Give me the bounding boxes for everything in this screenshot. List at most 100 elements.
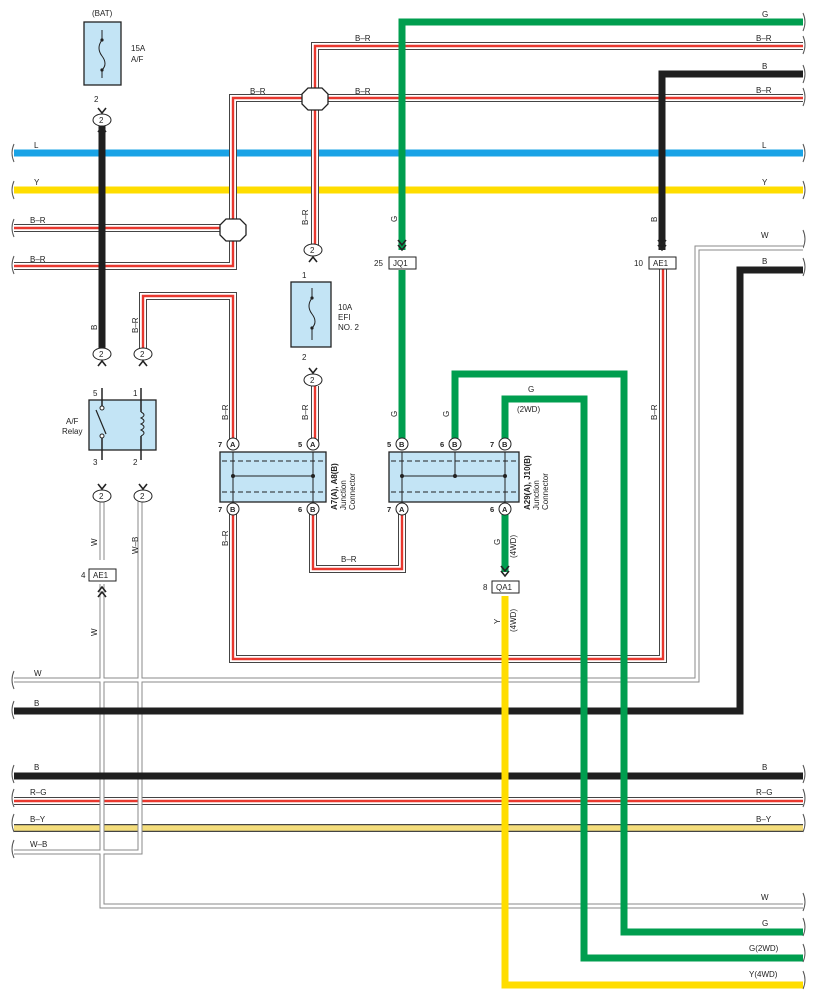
connector-name: JQ1	[393, 259, 408, 268]
wire-label: B–R	[221, 404, 230, 420]
bus-label: W–B	[30, 840, 47, 849]
bus-label: B	[762, 763, 767, 772]
bus-label: G	[762, 919, 768, 928]
jc2-top-pins: B5 B6 B7	[387, 437, 512, 451]
plug-label: 2	[310, 376, 315, 385]
plug-label: 2	[99, 350, 104, 359]
wire-label: B–R	[355, 87, 371, 96]
bus-label: B–Y	[30, 815, 46, 824]
jc1-pin-letter: A	[230, 440, 236, 449]
jc1-line2: Junction	[339, 480, 348, 510]
chevrons	[97, 107, 667, 598]
jc1-pin-letter: B	[310, 505, 316, 514]
left-bus-labels: L Y B–R B–R W B B R–G B–Y W–B	[30, 141, 47, 849]
bus-label: G	[762, 10, 768, 19]
wire-label: B–R	[341, 555, 357, 564]
plug-label: 2	[99, 116, 104, 125]
jc2-line3: Connector	[541, 473, 550, 510]
bus-label: B–R	[30, 216, 46, 225]
jc2-pin-num: 7	[387, 505, 391, 514]
wire-label: B	[650, 217, 659, 222]
bus-label: B	[762, 62, 767, 71]
jc2-pin-letter: B	[452, 440, 458, 449]
connector-name: AE1	[93, 571, 109, 580]
fuse-efi-name: EFI	[338, 313, 350, 322]
connector-name: QA1	[496, 583, 513, 592]
fuse-af-name: A/F	[131, 55, 144, 64]
junction-connector-2: A29(A), J10(B) Junction Connector	[388, 451, 550, 510]
g-wires	[398, 18, 803, 962]
connector-jq1: JQ1 25	[374, 256, 417, 270]
bus-label: B	[34, 763, 39, 772]
wire-label: G	[390, 411, 399, 417]
junction-connector-1: A7(A), A8(B) Junction Connector	[219, 451, 357, 510]
jc2-pin-letter: A	[502, 505, 508, 514]
jc1-pin-num: 5	[298, 440, 302, 449]
bus-label: Y	[762, 178, 768, 187]
wire-label: B–R	[221, 530, 230, 546]
fuse-af-rating: 15A	[131, 44, 146, 53]
bus-label: W	[34, 669, 42, 678]
bus-label: B	[34, 699, 39, 708]
bus-label: L	[762, 141, 767, 150]
plug-ovals: 2 2 2 2 2 2 2	[92, 113, 323, 503]
fuse-af-pin: 2	[94, 95, 99, 104]
bus-label: Y	[34, 178, 40, 187]
wire-label: B–R	[650, 404, 659, 420]
right-break-marks	[802, 12, 806, 990]
wire-label: B–R	[301, 209, 310, 225]
relay-pin5: 5	[93, 389, 98, 398]
jc1-bottom-pins: B7 B6	[218, 502, 320, 516]
wire-label: B–R	[355, 34, 371, 43]
bus-label: B–R	[30, 255, 46, 264]
connector-pin: 4	[81, 571, 86, 580]
plug-label: 2	[140, 492, 145, 501]
connector-pin: 8	[483, 583, 488, 592]
jc1-line3: Connector	[348, 473, 357, 510]
connector-pin: 10	[634, 259, 643, 268]
jc1-pin-num: 7	[218, 505, 222, 514]
connector-ae1-left: AE1 4	[81, 568, 117, 582]
wire-label: Y	[493, 618, 502, 624]
relay-name2: Relay	[62, 427, 82, 436]
plug-label: 2	[99, 492, 104, 501]
br-wires	[14, 42, 803, 805]
bus-label: B	[762, 257, 767, 266]
jc1-title: A7(A), A8(B)	[330, 463, 339, 510]
wire-label: G	[528, 385, 534, 394]
wire-label: B	[90, 325, 99, 330]
af-relay: A/F Relay 5 1 3 2	[62, 388, 157, 467]
wire-label: G	[493, 539, 502, 545]
jc2-pin-num: 5	[387, 440, 391, 449]
fuse-af: (BAT) 15A A/F 2	[83, 9, 146, 104]
connector-qa1: QA1 8	[483, 580, 520, 594]
bus-label: B–Y	[756, 815, 772, 824]
b-wires	[14, 70, 803, 780]
wire-label: W	[90, 538, 99, 546]
jc2-pin-num: 6	[490, 505, 494, 514]
wire-labels: B–R B–R B–R B B–R B–R B–R B–R B–R B–R G …	[90, 34, 659, 636]
fuse-af-source: (BAT)	[92, 9, 113, 18]
fuse-efi-pin-bottom: 2	[302, 353, 307, 362]
wire-label: (4WD)	[509, 609, 518, 632]
wire-label: W	[90, 628, 99, 636]
jc2-pin-num: 6	[440, 440, 444, 449]
bus-label: R–G	[30, 788, 46, 797]
connector-ae1-right: AE1 10	[634, 256, 677, 270]
relay-name: A/F	[66, 417, 79, 426]
jc1-pin-letter: B	[230, 505, 236, 514]
fuse-efi-rating: 10A	[338, 303, 353, 312]
jc2-title: A29(A), J10(B)	[523, 455, 532, 510]
jc2-pin-num: 7	[490, 440, 494, 449]
wire-label: B–R	[301, 404, 310, 420]
bus-label: R–G	[756, 788, 772, 797]
plug-label: 2	[140, 350, 145, 359]
wire-label: G	[390, 216, 399, 222]
jc2-bottom-pins: A7 A6	[387, 502, 512, 516]
bus-label: B–R	[756, 34, 772, 43]
wire-label: (2WD)	[517, 405, 540, 414]
fuse-efi: 10A EFI NO. 2 1 2	[290, 271, 359, 362]
relay-pin3: 3	[93, 458, 98, 467]
jc2-pin-letter: B	[502, 440, 508, 449]
